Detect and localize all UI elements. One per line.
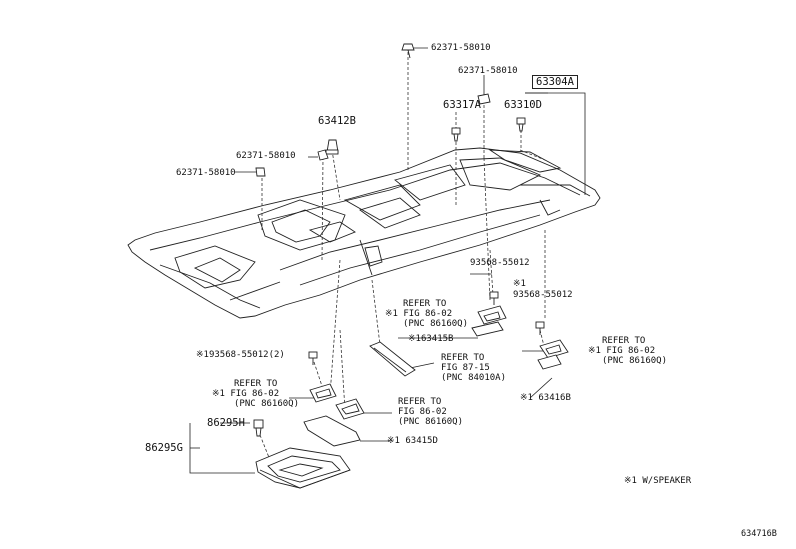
ref-87-line1: REFER TO [441,353,485,363]
clip-62371-left1 [317,149,329,161]
ref-left: REFER TO ※1 FIG 86-02 (PNC 86160Q) [212,379,299,409]
ref-right-line1: REFER TO [602,336,646,346]
label-63310D: 63310D [504,99,542,111]
ref-center-line3: (PNC 86160Q) [403,319,469,329]
clip-62371-left2 [255,167,266,177]
label-63317A: 63317A [443,99,481,111]
label-63304A: 63304A [532,75,578,89]
clip-62371-mid [477,93,491,105]
ref-right: REFER TO ※1 FIG 86-02 (PNC 86160Q) [588,336,667,366]
clip-63310D [516,117,526,132]
label-62371-58010-mid: 62371-58010 [458,66,518,76]
ref-left-line1: REFER TO [234,379,278,389]
screw-93568-b [535,321,545,335]
strip-84010A [369,341,416,377]
label-86295H: 86295H [207,417,245,429]
clip-86295H [253,419,264,437]
figure-id: 634716B [741,529,777,539]
ref-center-line1: REFER TO [403,299,447,309]
ref-center-line2: ※1 FIG 86-02 [385,309,453,319]
label-93568-mark: ※1 [513,279,526,289]
label-62371-58010-left1: 62371-58010 [236,151,296,161]
label-63415D: ※1 63415D [387,436,438,446]
label-63415B: ※163415B [408,334,454,344]
pad-63415D [303,415,361,447]
ref-87-line2: FIG 87-15 [441,363,490,373]
clip-62371-top [401,43,415,59]
ref-left-line2: ※1 FIG 86-02 [212,389,280,399]
label-93568-55012-a: 93568-55012 [470,258,530,268]
label-93568-55012-left: ※193568-55012(2) [196,350,285,360]
headliner-outline [127,147,601,319]
clip-63317A [451,127,461,142]
label-63412B: 63412B [318,115,356,127]
ref-center: REFER TO ※1 FIG 86-02 (PNC 86160Q) [385,299,468,329]
ref-bottom-line1: REFER TO [398,397,442,407]
ref-right-line2: ※1 FIG 86-02 [588,346,656,356]
ref-bottom-line2: FIG 86-02 [398,407,447,417]
label-63416B: ※1 63416B [520,393,571,403]
screw-93568-a [489,291,499,305]
ref-bottom: REFER TO FIG 86-02 (PNC 86160Q) [398,397,463,427]
ref-left-line3: (PNC 86160Q) [234,399,300,409]
clip-63412B [325,139,339,155]
pad-63415B [471,321,504,337]
label-93568-55012-b: 93568-55012 [513,290,573,300]
pad-63416B [537,354,562,370]
footnote-speaker: ※1 W/SPEAKER [624,476,692,486]
screw-93568-left [308,351,318,365]
ref-right-line3: (PNC 86160Q) [602,356,668,366]
ref-87-line3: (PNC 84010A) [441,373,507,383]
label-86295G: 86295G [145,442,183,454]
ref-87-15: REFER TO FIG 87-15 (PNC 84010A) [441,353,506,383]
label-62371-58010-top: 62371-58010 [431,43,491,53]
ref-bottom-line3: (PNC 86160Q) [398,417,464,427]
label-62371-58010-left2: 62371-58010 [176,168,236,178]
